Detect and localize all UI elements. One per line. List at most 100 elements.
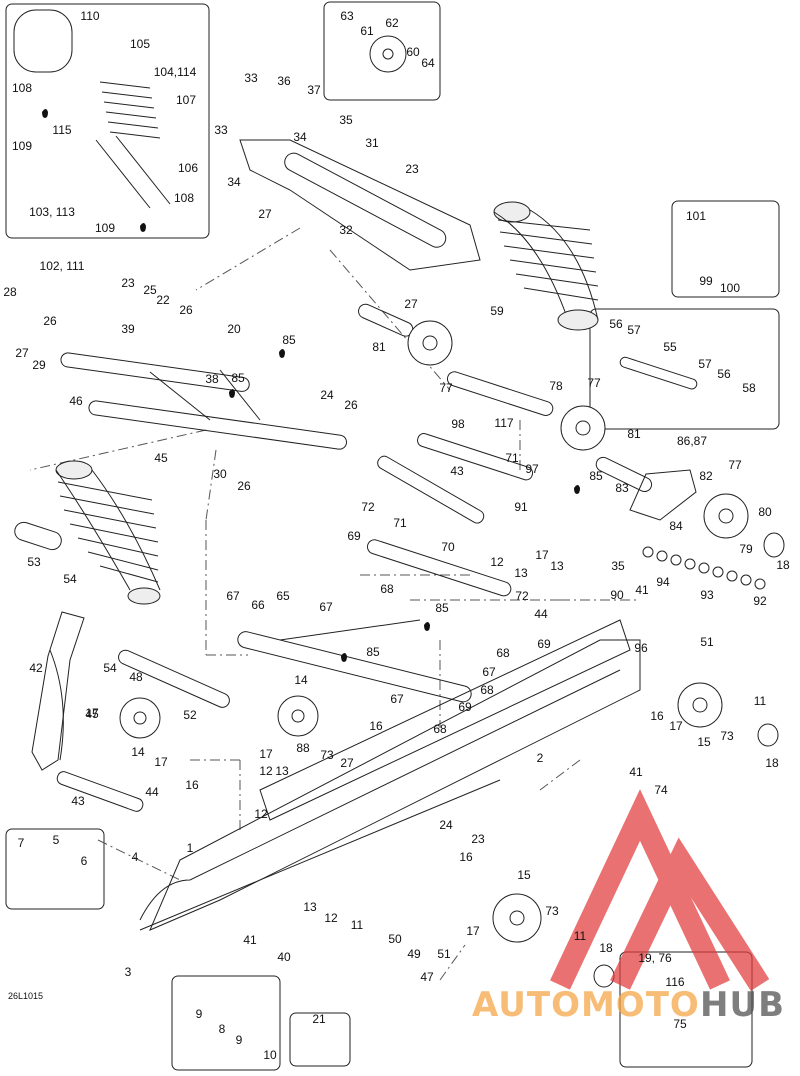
part-label-l62: 62 <box>385 16 399 30</box>
part-label-l88: 88 <box>296 741 310 755</box>
part-label-l85d: 85 <box>435 601 449 615</box>
part-label-l13d: 13 <box>303 900 317 914</box>
part-label-l96: 96 <box>634 641 648 655</box>
part-label-l41c: 41 <box>243 933 257 947</box>
part-label-l1: 1 <box>187 841 194 855</box>
washer-chain <box>642 546 766 590</box>
front-lever <box>31 611 85 771</box>
part-label-l67a: 67 <box>226 589 240 603</box>
part-label-l59: 59 <box>490 304 504 318</box>
part-label-l43a: 43 <box>450 464 464 478</box>
wheel-kit-box <box>323 1 441 101</box>
part-label-l21: 21 <box>312 1012 326 1026</box>
part-label-l12c: 12 <box>254 807 268 821</box>
kit-spring <box>13 9 171 209</box>
part-label-l39: 39 <box>121 322 135 336</box>
part-label-l29: 29 <box>32 358 46 372</box>
part-label-l54b: 54 <box>103 661 117 675</box>
part-label-l98: 98 <box>451 417 465 431</box>
part-label-l85e: 85 <box>366 645 380 659</box>
wheel-caps <box>593 532 785 988</box>
part-label-l68b: 68 <box>496 646 510 660</box>
part-label-l14b: 14 <box>131 745 145 759</box>
part-label-l97: 97 <box>525 462 539 476</box>
part-label-l73a: 73 <box>720 729 734 743</box>
part-label-l84: 84 <box>669 519 683 533</box>
part-label-l48: 48 <box>129 670 143 684</box>
part-label-l86: 86,87 <box>677 434 707 448</box>
part-label-l26a: 26 <box>179 303 193 317</box>
part-label-l16a: 16 <box>650 709 664 723</box>
part-label-l33a: 33 <box>244 71 258 85</box>
part-label-l23b: 23 <box>121 276 135 290</box>
part-label-l15b: 15 <box>517 868 531 882</box>
part-label-l72a: 72 <box>361 500 375 514</box>
part-label-l5: 5 <box>53 833 60 847</box>
part-label-l13b: 13 <box>550 559 564 573</box>
part-label-l26d: 26 <box>237 479 251 493</box>
part-label-l102: 102, 111 <box>40 259 85 273</box>
part-label-l56b: 56 <box>717 367 731 381</box>
watermark-text-dark: HUB <box>700 985 785 1025</box>
part-label-l75: 75 <box>673 1017 687 1031</box>
part-label-l11b: 11 <box>351 918 364 932</box>
part-label-l3: 3 <box>125 965 132 979</box>
part-label-l2: 2 <box>537 751 544 765</box>
part-label-l92: 92 <box>753 594 767 608</box>
part-label-l56a: 56 <box>609 317 623 331</box>
part-label-l9b: 9 <box>236 1033 243 1047</box>
part-label-l26c: 26 <box>344 398 358 412</box>
part-label-l55: 55 <box>663 340 677 354</box>
part-label-l24: 24 <box>320 388 334 402</box>
part-label-l101: 101 <box>686 209 706 223</box>
part-label-l35b: 35 <box>611 559 625 573</box>
part-label-l11a: 11 <box>754 694 767 708</box>
part-label-l70: 70 <box>441 540 455 554</box>
part-label-l103: 103, 113 <box>29 205 75 219</box>
part-label-l77a: 77 <box>439 381 453 395</box>
part-label-l54a: 54 <box>63 572 77 586</box>
stopper-kit-box <box>171 975 281 1071</box>
part-label-l25: 25 <box>143 283 157 297</box>
part-label-l38: 38 <box>205 372 219 386</box>
part-label-l80: 80 <box>758 505 772 519</box>
part-label-l15a: 15 <box>697 735 711 749</box>
watermark-logo: AUTOMOTO HUB <box>472 789 785 1025</box>
part-label-l4: 4 <box>132 850 139 864</box>
watermark-text-orange: AUTOMOTO <box>472 985 700 1025</box>
part-label-l49: 49 <box>407 947 421 961</box>
part-label-l64: 64 <box>421 56 435 70</box>
part-label-l26b: 26 <box>43 314 57 328</box>
part-label-l31: 31 <box>365 136 379 150</box>
part-label-l17e: 17 <box>259 747 273 761</box>
part-label-l60: 60 <box>406 45 420 59</box>
part-label-l16c: 16 <box>185 778 199 792</box>
part-label-l82: 82 <box>699 469 713 483</box>
front-arm <box>60 352 348 450</box>
diagram-code: 26L1015 <box>8 991 43 1001</box>
part-label-l44b: 44 <box>145 785 159 799</box>
part-label-l12a: 12 <box>490 555 504 569</box>
part-label-l109a: 109 <box>12 139 32 153</box>
part-label-l6: 6 <box>81 854 88 868</box>
part-label-l83: 83 <box>615 481 629 495</box>
idler-wheels <box>119 35 749 943</box>
part-label-l34b: 34 <box>227 175 241 189</box>
part-label-l27b: 27 <box>404 297 418 311</box>
sprocket-kit-box <box>619 951 753 1068</box>
part-label-l36: 36 <box>277 74 291 88</box>
part-label-l34a: 34 <box>293 130 307 144</box>
part-label-l27c: 27 <box>15 346 29 360</box>
part-label-l14a: 14 <box>294 673 308 687</box>
part-label-l32: 32 <box>339 223 353 237</box>
part-label-l107: 107 <box>176 93 196 107</box>
slider-kit-box <box>5 828 105 910</box>
part-label-l28: 28 <box>3 285 17 299</box>
part-label-l105: 105 <box>130 37 150 51</box>
part-label-l23a: 23 <box>405 162 419 176</box>
part-label-l13c: 13 <box>275 764 289 778</box>
part-label-l85b: 85 <box>231 371 245 385</box>
part-label-l69c: 69 <box>458 700 472 714</box>
